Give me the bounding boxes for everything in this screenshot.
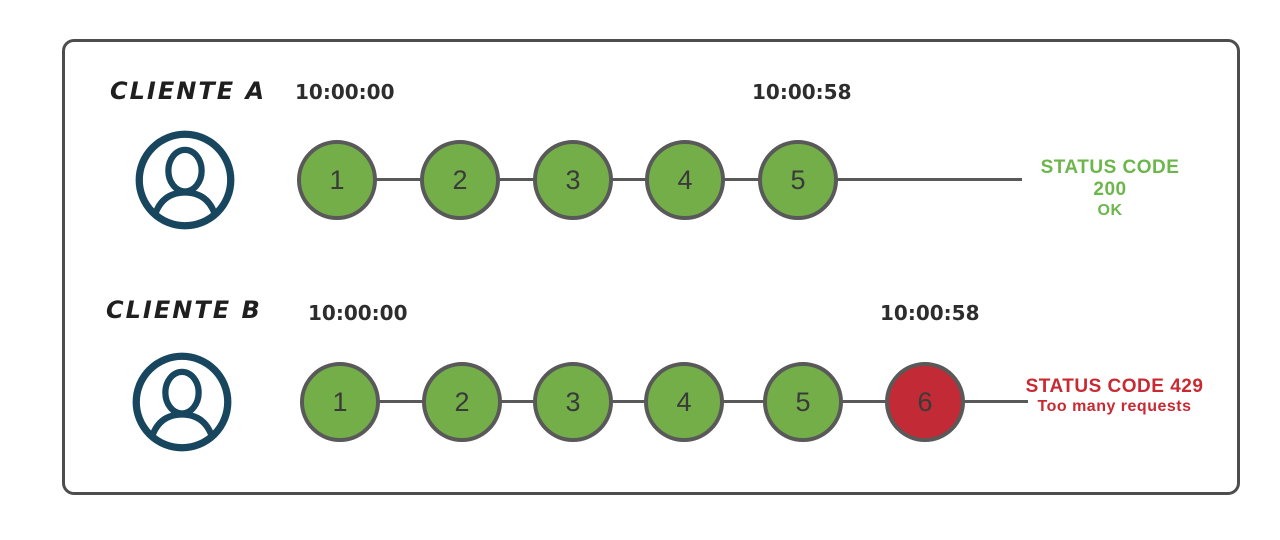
request-number: 3 [565, 164, 581, 195]
client-b-status: STATUS CODE 429 Too many requests [1022, 376, 1207, 417]
client-a-status: STATUS CODE 200 OK [1025, 157, 1195, 221]
client-b-end-time: 10:00:58 [880, 301, 980, 325]
request-number: 1 [332, 386, 348, 417]
request-number: 1 [329, 164, 345, 195]
request-circle: 2 [422, 362, 502, 442]
request-circle: 5 [758, 140, 838, 220]
client-a-label: CLIENTE A [110, 77, 267, 105]
request-circle: 1 [300, 362, 380, 442]
request-number: 2 [452, 164, 468, 195]
request-number: 3 [565, 386, 581, 417]
request-circle: 3 [533, 140, 613, 220]
request-circle: 3 [533, 362, 613, 442]
client-b-start-time: 10:00:00 [308, 301, 408, 325]
request-circle: 5 [763, 362, 843, 442]
request-number: 4 [676, 386, 692, 417]
diagram-frame [62, 39, 1240, 495]
client-b-label: CLIENTE B [106, 296, 262, 324]
request-circle: 4 [645, 140, 725, 220]
request-circle: 2 [420, 140, 500, 220]
client-a-start-time: 10:00:00 [295, 80, 395, 104]
status-code-text: STATUS CODE 429 [1025, 376, 1204, 397]
request-circle-blocked: 6 [885, 362, 965, 442]
client-a-end-time: 10:00:58 [752, 80, 852, 104]
status-code-text: STATUS CODE 200 [1040, 157, 1180, 201]
request-number: 2 [454, 386, 470, 417]
request-number: 5 [790, 164, 806, 195]
request-circle: 1 [297, 140, 377, 220]
user-avatar-icon [135, 130, 235, 230]
request-circle: 4 [644, 362, 724, 442]
status-message-text: OK [1097, 201, 1123, 219]
request-number: 5 [795, 386, 811, 417]
status-message-text: Too many requests [1037, 398, 1192, 416]
request-number: 4 [677, 164, 693, 195]
user-avatar-icon [132, 352, 232, 452]
request-number: 6 [917, 386, 933, 417]
